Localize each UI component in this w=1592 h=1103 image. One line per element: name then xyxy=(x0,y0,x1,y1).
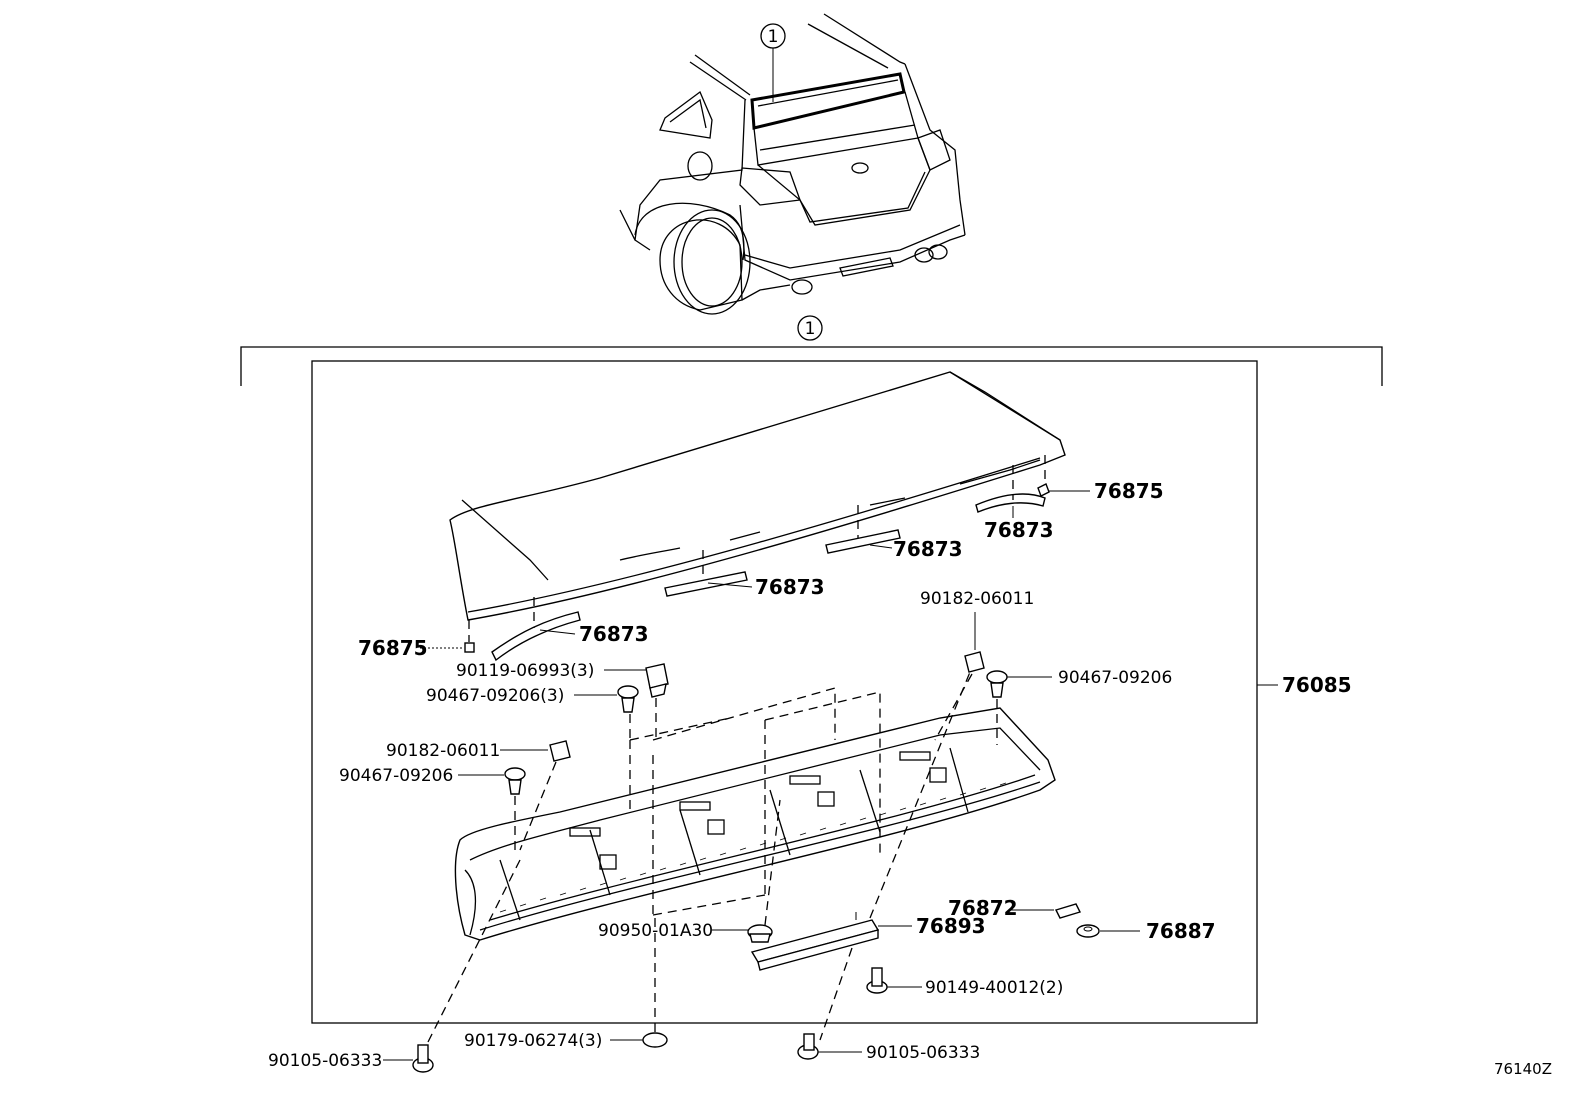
tape-76873-mid-right xyxy=(825,529,901,554)
callout-1-bracket: 1 xyxy=(797,315,823,341)
bracket-76893 xyxy=(750,912,912,971)
pad-76875-right xyxy=(1037,483,1050,497)
label-76872: 76872 xyxy=(948,896,1018,920)
clip-90119 xyxy=(604,663,669,698)
label-76873-mid-right: 76873 xyxy=(893,537,963,561)
label-90467-three: 90467-09206(3) xyxy=(426,686,564,706)
spoiler-body xyxy=(449,371,1066,621)
label-90467-left: 90467-09206 xyxy=(339,766,453,786)
diagram-id: 76140Z xyxy=(1494,1060,1552,1078)
spoiler-under-panel xyxy=(454,707,1056,941)
label-90467-right: 90467-09206 xyxy=(1058,668,1172,688)
label-76893: 76893 xyxy=(916,914,986,938)
label-76873-left: 76873 xyxy=(579,622,649,646)
label-76873-mid-left: 76873 xyxy=(755,575,825,599)
tape-76873-right xyxy=(975,493,1046,513)
label-90950: 90950-01A30 xyxy=(598,921,713,941)
label-90179: 90179-06274(3) xyxy=(464,1031,602,1051)
label-76085: 76085 xyxy=(1282,673,1352,697)
assembly-frame xyxy=(311,360,1258,1024)
label-90119: 90119-06993(3) xyxy=(456,661,594,681)
callout-1-car: 1 xyxy=(760,23,786,102)
assembly-bracket xyxy=(240,346,1383,386)
svg-text:1: 1 xyxy=(768,27,779,47)
car-rear-view xyxy=(619,13,966,315)
label-90182-left: 90182-06011 xyxy=(386,741,500,761)
label-76873-right: 76873 xyxy=(984,518,1054,542)
label-76887: 76887 xyxy=(1146,919,1216,943)
clip-90467-right xyxy=(986,670,1052,698)
clip-90467-three xyxy=(574,685,639,713)
tape-76873-left xyxy=(491,611,581,662)
clip-90467-left xyxy=(458,767,526,795)
screw-90149 xyxy=(866,967,922,994)
tape-76872 xyxy=(1010,903,1081,919)
label-90105-right: 90105-06333 xyxy=(866,1043,980,1063)
nut-90179 xyxy=(610,1032,668,1048)
tape-76873-mid-left xyxy=(664,571,748,597)
nut-90182-left xyxy=(500,740,571,762)
bolt-90105-right xyxy=(797,1033,862,1060)
grommet-90950 xyxy=(712,924,773,943)
label-90149: 90149-40012(2) xyxy=(925,978,1063,998)
label-76875-right: 76875 xyxy=(1094,479,1164,503)
svg-text:1: 1 xyxy=(805,319,816,339)
label-76875-left: 76875 xyxy=(358,636,428,660)
label-90105-left: 90105-06333 xyxy=(268,1051,382,1071)
pad-76875-left xyxy=(464,642,475,653)
label-90182-top: 90182-06011 xyxy=(920,589,1034,609)
nut-90182-right xyxy=(964,612,985,673)
grommet-76887 xyxy=(1076,924,1140,938)
bolt-90105-left xyxy=(383,1044,434,1073)
